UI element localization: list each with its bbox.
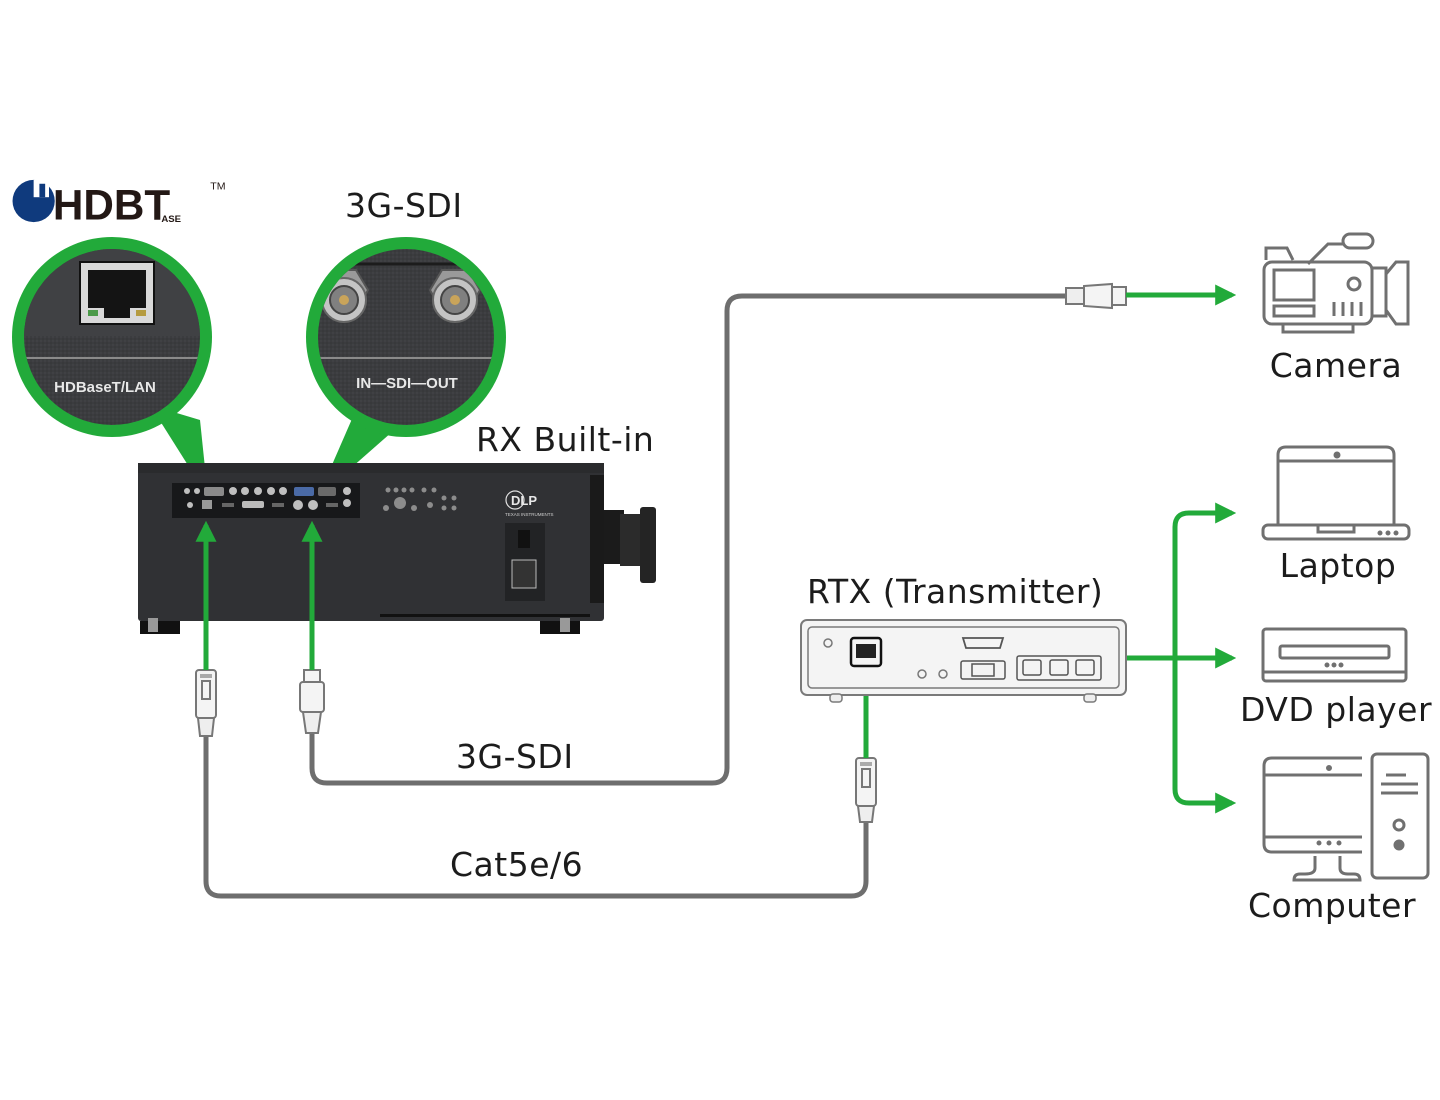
bnc-plug-projector: [299, 669, 325, 734]
trademark: TM: [210, 181, 225, 193]
laptop-icon: [1261, 445, 1411, 541]
bnc-plug-camera: [1065, 282, 1127, 310]
rj45-plug-projector: [195, 669, 217, 737]
projector-label: RX Built-in: [476, 420, 655, 459]
logo-subtext: ASE: [161, 214, 181, 225]
transmitter-label: RTX (Transmitter): [807, 572, 1104, 611]
arrow-to-laptop: [1172, 502, 1237, 658]
hdbaset-logo-icon: [12, 179, 55, 223]
video-camera-icon: [1262, 232, 1410, 334]
cat-cable: [203, 736, 869, 899]
dlp-logo: DLP TEXAS INSTRUMENTS: [505, 490, 554, 517]
device-label-laptop: Laptop: [1279, 546, 1397, 585]
sdi-port-label: IN—SDI—OUT: [356, 375, 458, 392]
dlp-logo-subtext: TEXAS INSTRUMENTS: [505, 512, 554, 517]
sdi-out-connector: [428, 269, 482, 323]
rj45-plug-transmitter: [855, 757, 877, 823]
transmitter: [800, 619, 1127, 703]
projector: DLP TEXAS INSTRUMENTS: [138, 463, 656, 634]
cat-cable-label: Cat5e/6: [450, 845, 584, 884]
sdi-cable: [309, 293, 1066, 786]
desktop-computer-icon: [1262, 752, 1430, 882]
rj45-port-closeup: [79, 261, 155, 325]
device-label-dvd-player: DVD player: [1239, 690, 1433, 729]
sdi-cable-label: 3G-SDI: [456, 737, 574, 776]
sdi-port-callout: IN—SDI—OUT: [306, 237, 506, 497]
arrow-to-computer: [1172, 658, 1237, 814]
device-label-camera: Camera: [1269, 346, 1403, 385]
dvd-player-icon: [1261, 627, 1408, 683]
logo-text: HDBT: [53, 181, 171, 226]
dlp-logo-text: DLP: [511, 493, 537, 508]
sdi-callout-heading: 3G-SDI: [345, 186, 463, 225]
hdbaset-port-label: HDBaseT/LAN: [54, 379, 156, 396]
device-label-computer: Computer: [1247, 886, 1417, 925]
hdbaset-port-callout: HDBaseT/LAN: [12, 237, 212, 497]
hdbaset-logo: HDBT ASE TM: [12, 179, 226, 226]
